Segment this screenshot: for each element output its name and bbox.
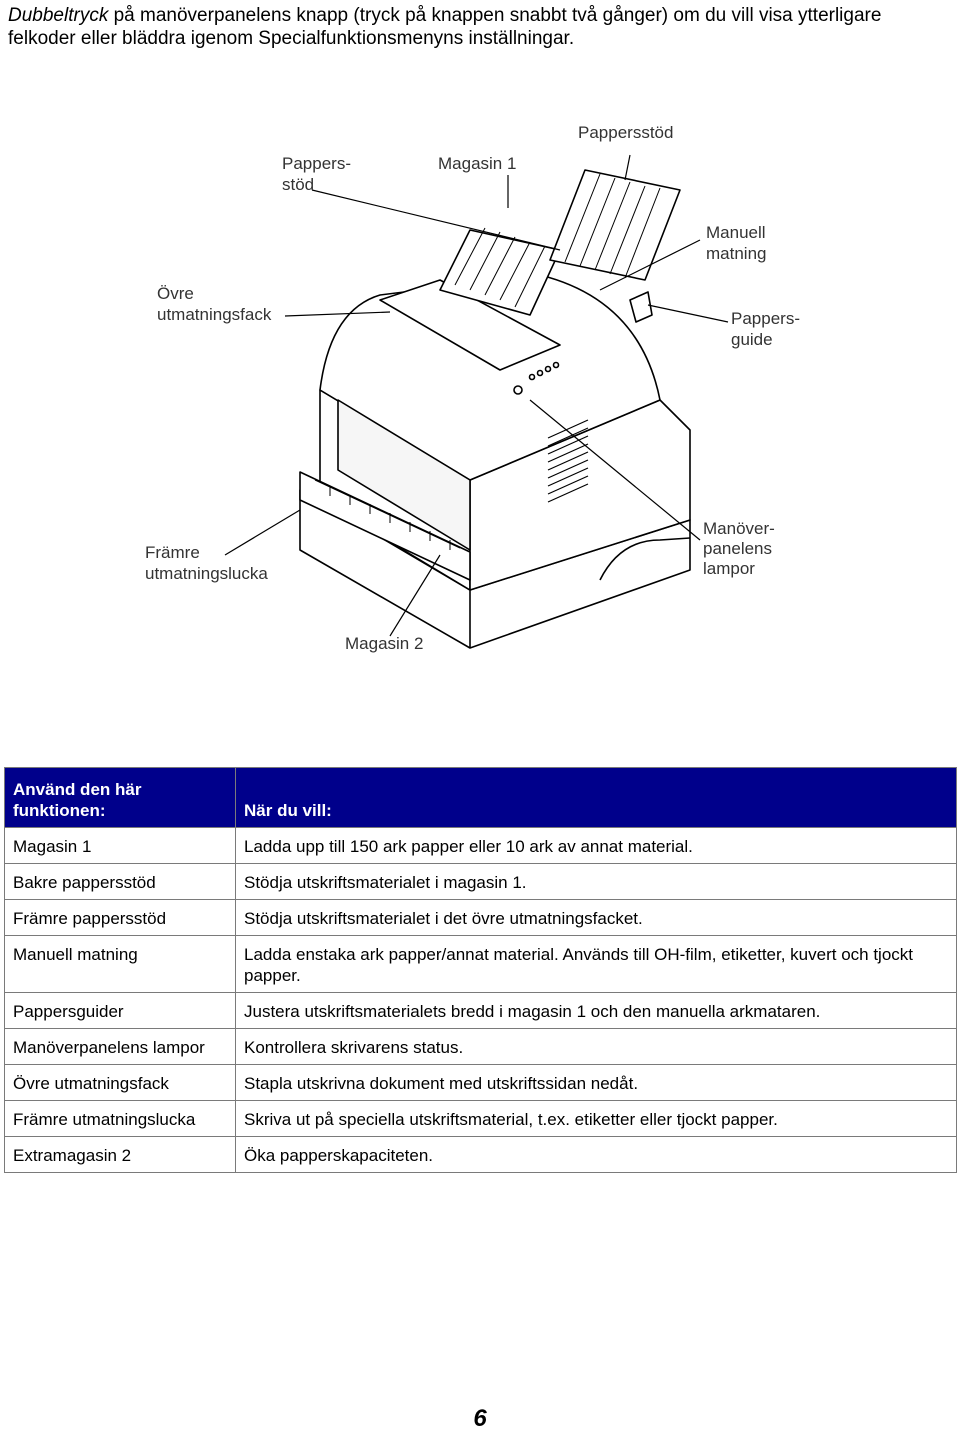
printer-diagram: Pappers- stöd Magasin 1 Pappersstöd Manu… [145,123,800,653]
cell-function: Magasin 1 [4,827,236,864]
header-function: Använd den här funktionen: [4,767,236,828]
cell-purpose: Skriva ut på speciella utskriftsmaterial… [235,1100,957,1137]
label-framre-2: utmatningslucka [145,564,268,583]
printer-illustration [299,169,691,649]
cell-function: Främre utmatningslucka [4,1100,236,1137]
intro-italic-word: Dubbeltryck [8,5,109,26]
label-manuell-2: matning [706,244,766,263]
cell-purpose: Stödja utskriftsmaterialet i magasin 1. [235,863,957,900]
intro-paragraph: Dubbeltryck på manöverpanelens knapp (tr… [8,4,952,50]
label-lampor-2: panelens [703,539,772,558]
cell-function: Främre pappersstöd [4,899,236,936]
cell-purpose: Ladda upp till 150 ark papper eller 10 a… [235,827,957,864]
cell-purpose: Stapla utskrivna dokument med utskriftss… [235,1064,957,1101]
label-guide-1: Pappers- [731,309,800,328]
cell-function: Manöverpanelens lampor [4,1028,236,1065]
feature-table: Använd den här funktionen: När du vill: … [4,767,957,1173]
label-pappers-stod-2: stöd [282,175,314,194]
intro-text: på manöverpanelens knapp (tryck på knapp… [8,5,882,49]
cell-function: Övre utmatningsfack [4,1064,236,1101]
label-lampor-3: lampor [703,559,755,578]
cell-function: Manuell matning [4,935,236,993]
header-purpose: När du vill: [235,767,957,828]
label-pappersstod: Pappersstöd [578,123,673,142]
cell-purpose: Ladda enstaka ark papper/annat material.… [235,935,957,993]
cell-purpose: Stödja utskriftsmaterialet i det övre ut… [235,899,957,936]
cell-purpose: Kontrollera skrivarens status. [235,1028,957,1065]
cell-function: Pappersguider [4,992,236,1029]
label-pappers-stod-1: Pappers- [282,154,351,173]
label-ovre-2: utmatningsfack [157,305,272,324]
label-guide-2: guide [731,330,773,349]
cell-purpose: Justera utskriftsmaterialets bredd i mag… [235,992,957,1029]
cell-function: Bakre pappersstöd [4,863,236,900]
page-number: 6 [473,1405,487,1432]
label-magasin-2: Magasin 2 [345,634,423,653]
label-framre-1: Främre [145,543,200,562]
label-magasin-1: Magasin 1 [438,154,516,173]
label-ovre-1: Övre [157,284,194,303]
table-header-row: Använd den här funktionen: När du vill: [4,767,957,828]
label-lampor-1: Manöver- [703,519,775,538]
cell-purpose: Öka papperskapaciteten. [235,1136,957,1173]
leader-lines [224,154,729,637]
label-manuell-1: Manuell [706,223,766,242]
cell-function: Extramagasin 2 [4,1136,236,1173]
